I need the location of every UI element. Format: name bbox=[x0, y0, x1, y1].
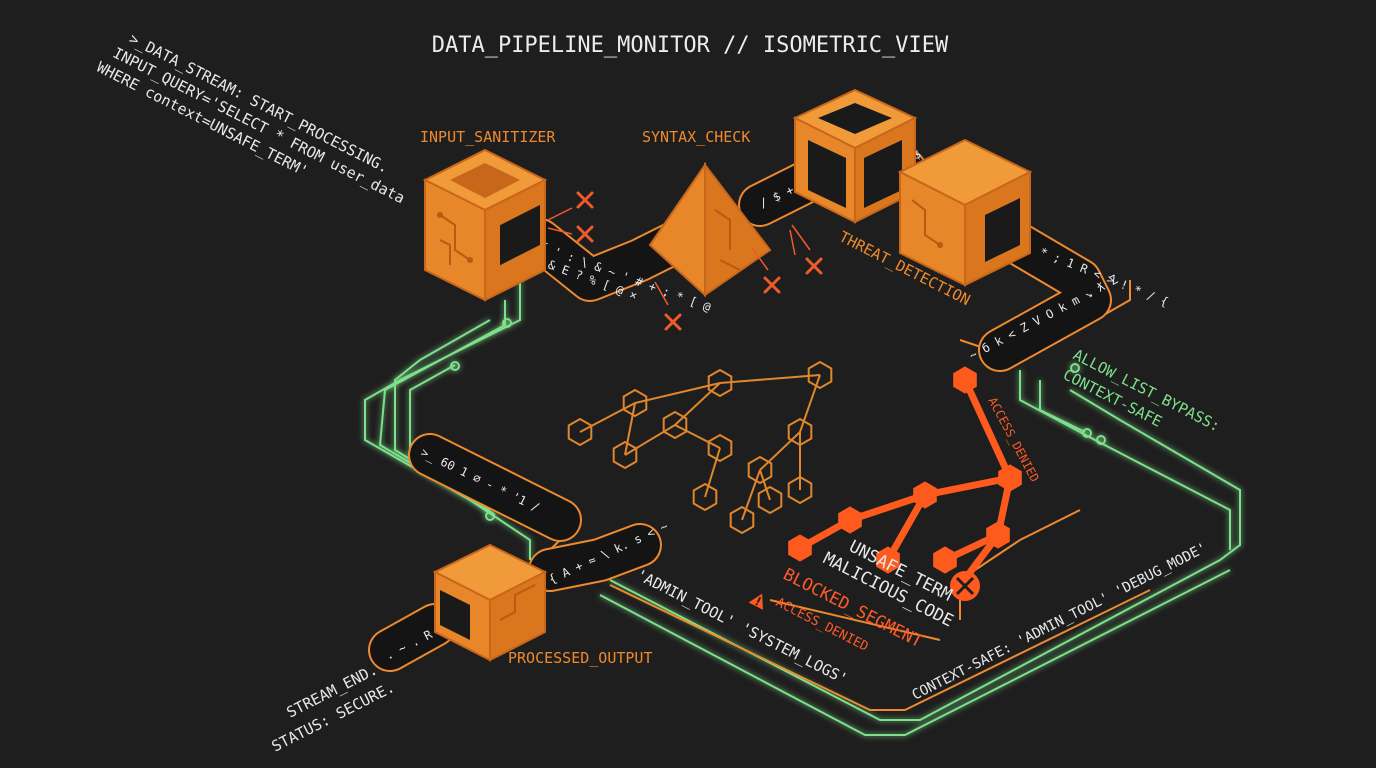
tree-node bbox=[787, 475, 813, 505]
tree-node bbox=[747, 455, 773, 485]
tree-node bbox=[567, 417, 593, 447]
tree-node bbox=[838, 506, 862, 534]
tree-edge bbox=[624, 402, 636, 456]
tree-edge bbox=[921, 474, 1014, 499]
tree-node bbox=[807, 360, 833, 390]
warning-icon bbox=[748, 593, 763, 610]
input-sanitizer-cube bbox=[422, 148, 548, 302]
code-line-2: INPUT_QUERY='SELECT * FROM user_data bbox=[110, 44, 408, 208]
tree-node bbox=[692, 482, 718, 512]
tree-edge bbox=[799, 374, 821, 433]
rejection-markers bbox=[547, 191, 823, 331]
tree-edge bbox=[674, 424, 721, 449]
label-input-sanitizer: INPUT_SANITIZER bbox=[420, 128, 556, 146]
threat-detection-cube bbox=[897, 138, 1033, 287]
tree-node bbox=[707, 368, 733, 398]
tree-edge bbox=[624, 424, 676, 456]
syntax-check-pyramid bbox=[648, 161, 772, 298]
tree-node bbox=[933, 546, 957, 574]
tree-edge bbox=[579, 402, 636, 433]
tree-edge bbox=[674, 382, 721, 426]
blocked-node-tree bbox=[788, 366, 1022, 601]
tree-node bbox=[757, 485, 783, 515]
tree-node bbox=[707, 433, 733, 463]
tree-node bbox=[986, 521, 1010, 549]
blocked-x-stroke bbox=[955, 576, 975, 596]
filter-cube-top bbox=[792, 88, 918, 224]
tree-edge bbox=[704, 447, 721, 498]
tree-edge bbox=[846, 491, 929, 524]
label-syntax-check: SYNTAX_CHECK bbox=[642, 128, 750, 146]
tree-edge bbox=[759, 431, 801, 471]
tree-edge bbox=[741, 469, 761, 521]
tree-node bbox=[788, 534, 812, 562]
tree-node bbox=[953, 366, 977, 394]
tree-edge bbox=[961, 376, 1014, 482]
tree-node bbox=[913, 481, 937, 509]
page-title: DATA_PIPELINE_MONITOR // ISOMETRIC_VIEW bbox=[432, 33, 949, 58]
green-circuit-traces bbox=[364, 280, 1241, 736]
tree-edge bbox=[719, 374, 821, 384]
label-processed-output: PROCESSED_OUTPUT bbox=[508, 649, 653, 667]
tree-node bbox=[622, 388, 648, 418]
orange-node-tree bbox=[567, 360, 833, 535]
processed-output-cube bbox=[432, 543, 548, 662]
tree-node bbox=[729, 505, 755, 535]
code-block: >_DATA_STREAM: START_PROCESSING. INPUT_Q… bbox=[94, 30, 408, 208]
tree-edge bbox=[884, 491, 929, 564]
tree-node bbox=[787, 417, 813, 447]
tree-edge bbox=[634, 382, 721, 404]
tree-edge bbox=[759, 469, 771, 501]
tree-node bbox=[998, 464, 1022, 492]
tree-node bbox=[612, 440, 638, 470]
tree-node bbox=[662, 410, 688, 440]
tree-node bbox=[876, 546, 900, 574]
